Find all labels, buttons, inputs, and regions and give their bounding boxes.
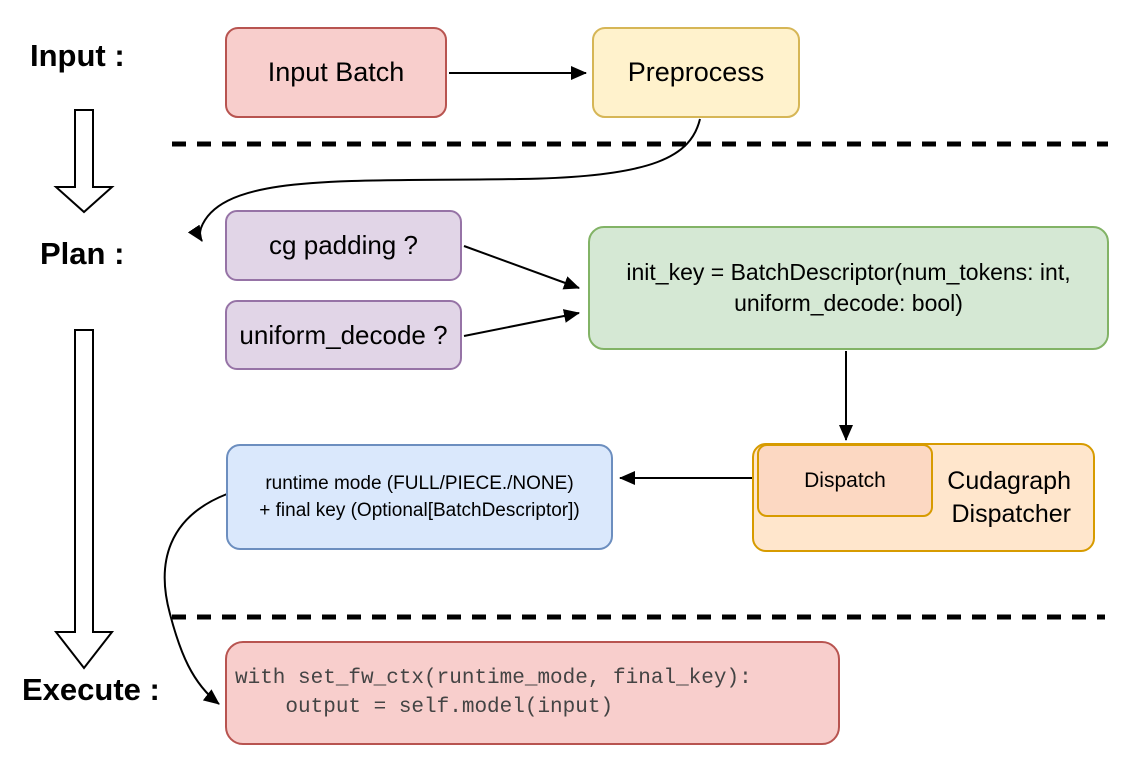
hollow-arrow-plan-to-execute-icon xyxy=(53,329,115,670)
edge-preprocess-to-cgpadding xyxy=(187,118,701,242)
node-preprocess: Preprocess xyxy=(592,27,800,118)
node-execute-code: with set_fw_ctx(runtime_mode, final_key)… xyxy=(225,641,840,745)
node-cg-padding: cg padding ? xyxy=(225,210,462,281)
node-init-key-line1: init_key = BatchDescriptor(num_tokens: i… xyxy=(626,259,1071,285)
node-cudagraph-dispatcher-line2: Dispatcher xyxy=(951,499,1072,528)
node-init-key: init_key = BatchDescriptor(num_tokens: i… xyxy=(588,226,1109,350)
node-cudagraph-dispatcher-line1: Cudagraph xyxy=(947,466,1071,495)
edge-cgpadding-to-initkey xyxy=(463,245,580,290)
phase-label-input: Input : xyxy=(30,38,125,73)
node-cg-padding-label: cg padding ? xyxy=(269,230,418,260)
node-execute-code-line1: with set_fw_ctx(runtime_mode, final_key)… xyxy=(235,667,752,690)
edge-uniformdecode-to-initkey xyxy=(463,309,580,337)
node-init-key-line2: uniform_decode: bool) xyxy=(734,290,963,316)
node-input-batch: Input Batch xyxy=(225,27,447,118)
node-input-batch-label: Input Batch xyxy=(267,57,405,87)
phase-label-plan: Plan : xyxy=(40,236,125,271)
phase-label-execute: Execute : xyxy=(22,672,160,707)
hollow-arrow-input-to-plan-icon xyxy=(53,109,115,214)
node-uniform-decode: uniform_decode ? xyxy=(225,300,462,370)
node-runtime-mode-line2: + final key (Optional[BatchDescriptor]) xyxy=(259,500,580,521)
node-execute-code-line2: output = self.model(input) xyxy=(235,696,614,719)
node-runtime-mode-line1: runtime mode (FULL/PIECE./NONE) xyxy=(265,473,574,494)
edge-runtime-to-executecode xyxy=(163,493,228,705)
node-dispatch: Dispatch xyxy=(757,444,933,517)
node-uniform-decode-label: uniform_decode ? xyxy=(239,319,448,350)
node-runtime-mode: runtime mode (FULL/PIECE./NONE) + final … xyxy=(226,444,613,550)
node-preprocess-label: Preprocess xyxy=(627,57,765,87)
node-dispatch-label: Dispatch xyxy=(804,468,886,492)
